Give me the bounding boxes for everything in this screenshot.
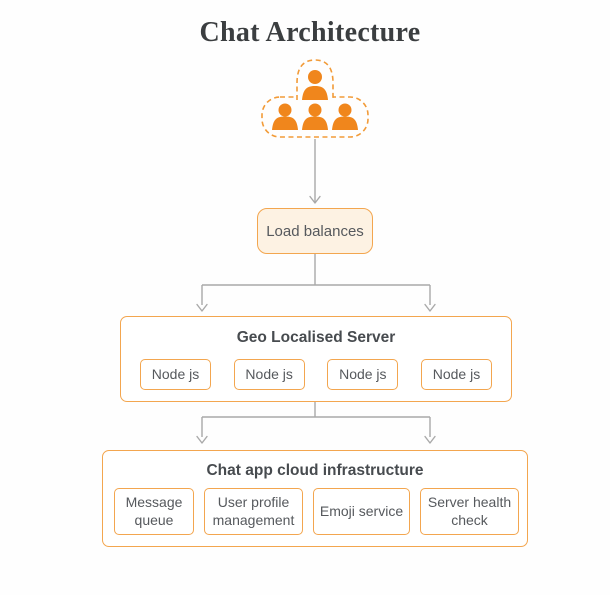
service-box-emoji-service: Emoji service: [313, 488, 410, 535]
nodejs-box-4: Node js: [420, 359, 492, 390]
load-balancer-label: Load balances: [266, 222, 364, 240]
nodejs-box-3: Node js: [327, 359, 399, 390]
service-box-user-profile-management: User profile management: [204, 488, 303, 535]
load-balancer-box: Load balances: [257, 208, 373, 254]
top-user-dashed-outline: [296, 59, 334, 100]
cloud-infra-container: Chat app cloud infrastructure Message qu…: [102, 450, 528, 547]
user-icon-top: [302, 70, 328, 100]
service-box-server-health-check: Server health check: [420, 488, 519, 535]
top-user-dashed-outline-fill: [297, 60, 333, 100]
cloud-infra-title: Chat app cloud infrastructure: [206, 462, 424, 479]
user-icon-left: [272, 103, 298, 130]
geo-server-node-row: Node js Node js Node js Node js: [140, 359, 492, 390]
users-group-dashed-outline: [261, 96, 369, 138]
page-title: Chat Architecture: [199, 17, 421, 48]
nodejs-box-2: Node js: [233, 359, 305, 390]
cloud-infra-service-row: Message queue User profile management Em…: [114, 488, 519, 535]
geo-server-container: Geo Localised Server Node js Node js Nod…: [120, 316, 512, 402]
nodejs-box-1: Node js: [140, 359, 211, 390]
geo-server-title: Geo Localised Server: [236, 329, 396, 346]
service-box-message-queue: Message queue: [114, 488, 194, 535]
arrow-geo-to-infra: [196, 402, 436, 444]
arrow-loadbalancer-to-geo: [196, 254, 436, 312]
user-icon-middle: [302, 103, 328, 130]
arrow-users-to-loadbalancer: [309, 139, 321, 204]
user-icon-right: [332, 103, 358, 130]
